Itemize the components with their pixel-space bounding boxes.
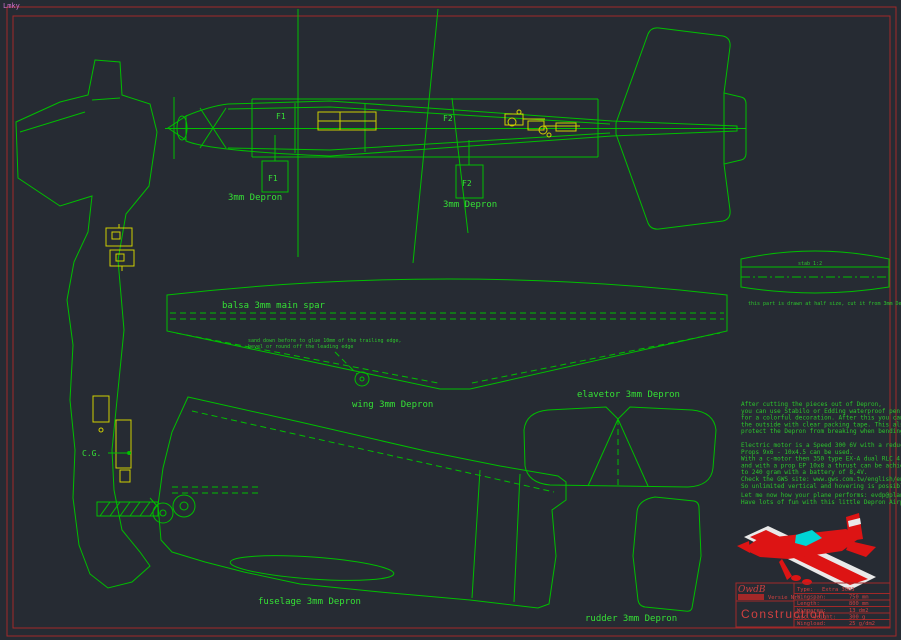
notes-p2-l7: So unlimited vertical and hovering is po… bbox=[741, 483, 901, 490]
sheet-frame bbox=[6, 6, 897, 637]
spec-weight-label: Acc. weight: bbox=[797, 614, 836, 620]
plane-fin bbox=[846, 513, 863, 541]
f2-material-label: 3mm Depron bbox=[443, 200, 497, 210]
construction-notes: After cutting the pieces out of Depron, … bbox=[741, 401, 901, 506]
fuselage-label: fuselage 3mm Depron bbox=[258, 597, 361, 607]
designer-signature: OwdB bbox=[738, 585, 766, 595]
servos-side bbox=[105, 224, 135, 271]
type-value: Extra 300S bbox=[822, 587, 854, 593]
title-block: OwdB Versie Nr. Type: Extra 300S Wingspa… bbox=[735, 582, 891, 628]
spec-wingload-value: 25 g/dm2 bbox=[849, 621, 875, 627]
notes-p2-l4: and with a prop EP 10x8 a thrust can be … bbox=[741, 462, 901, 469]
stab-plan bbox=[615, 27, 747, 230]
plane-canopy bbox=[795, 530, 822, 546]
cg-label: C.G. bbox=[82, 449, 101, 458]
spec-wingarea-value: 13 dm2 bbox=[849, 608, 868, 614]
designer-logo bbox=[738, 594, 764, 600]
notes-p1-l4: the outside with clear packing tape. Thi… bbox=[741, 421, 901, 428]
notes-p1-l5: protect the Depron from breaking when be… bbox=[741, 428, 901, 435]
plane-tailplane bbox=[846, 541, 876, 557]
wing-label: wing 3mm Depron bbox=[352, 400, 433, 410]
plane-wheel-left bbox=[791, 575, 801, 581]
notes-p1-l2: you can use Stabilo or Edding waterproof… bbox=[741, 408, 900, 415]
spec-wingarea-label: Wingarea: bbox=[797, 608, 826, 614]
rudder-template: rudder 3mm Depron bbox=[585, 496, 702, 624]
wing-note-line1: sand down before to glue 10mm of the tra… bbox=[248, 338, 402, 344]
spec-weight-value: 300 g bbox=[849, 614, 865, 620]
f1-box-label: F1 bbox=[268, 174, 278, 183]
wing-joiner-detail bbox=[354, 371, 370, 387]
plane-fin-stripe bbox=[848, 518, 861, 527]
top-view: F1 F2 bbox=[167, 27, 747, 230]
former-f2-template: F2 3mm Depron bbox=[443, 140, 497, 210]
f2-box-label: F2 bbox=[462, 179, 472, 188]
spec-length-label: Length: bbox=[797, 601, 820, 607]
former-f1-marker: F1 bbox=[276, 112, 286, 121]
stab-scale-label: stab 1:2 bbox=[798, 261, 822, 267]
elevator-label: elavetor 3mm Depron bbox=[577, 390, 680, 400]
notes-p2-l5: to 240 gram with a battery of 8,4V. bbox=[741, 469, 867, 476]
sheet-title: Construction bbox=[741, 607, 826, 621]
battery-plan bbox=[317, 111, 377, 131]
canopy-outline bbox=[229, 555, 395, 581]
plane-wheel-right bbox=[802, 579, 812, 585]
notes-p2-l6: Check the GWS site: www.gws.com.tw/engli… bbox=[741, 476, 901, 483]
wing-template: balsa 3mm main spar sand down before to … bbox=[166, 278, 728, 410]
fuselage-side-view: C.G. bbox=[15, 59, 258, 589]
wheel-detail bbox=[149, 494, 196, 524]
stab-note: this part is drawn at half size, cut it … bbox=[748, 301, 901, 307]
notes-p2-l1: Electric motor is a Speed 300 6V with a … bbox=[741, 442, 901, 449]
main-spar-label: balsa 3mm main spar bbox=[222, 301, 326, 311]
hatched-doubler bbox=[96, 501, 159, 517]
battery-side bbox=[92, 395, 132, 483]
corner-label: Lmky bbox=[3, 2, 20, 10]
spec-wingspan-value: 750 mm bbox=[849, 595, 868, 601]
notes-p1-l1: After cutting the pieces out of Depron, bbox=[741, 401, 882, 408]
rudder-label: rudder 3mm Depron bbox=[585, 614, 677, 624]
elevator-template: elavetor 3mm Depron bbox=[523, 390, 717, 488]
spec-length-value: 800 mm bbox=[849, 601, 868, 607]
notes-p2-l2: Props 9x6 - 10x4.5 can be used. bbox=[741, 449, 853, 456]
notes-p2-l3: With a c-motor then 350 type EX-A dual R… bbox=[741, 456, 901, 463]
former-f1-template: F1 3mm Depron bbox=[228, 135, 289, 203]
type-label: Type: bbox=[797, 587, 813, 593]
notes-p3-l2: Have lots of fun with this little Depron… bbox=[741, 499, 901, 506]
wing-note-line2: bevel or round off the leading edge bbox=[248, 344, 353, 350]
plane-spinner bbox=[737, 541, 750, 553]
plane-render bbox=[737, 513, 876, 590]
f1-material-label: 3mm Depron bbox=[228, 193, 282, 203]
spec-wingspan-label: Wingspan: bbox=[797, 595, 826, 601]
plane-gear bbox=[779, 559, 792, 580]
tail-servos-plan bbox=[504, 109, 580, 138]
notes-p1-l3: for a colorful decoration. After this yo… bbox=[741, 415, 901, 422]
version-label: Versie Nr. bbox=[768, 595, 800, 601]
fuselage-template: fuselage 3mm Depron bbox=[157, 396, 567, 609]
former-f2-marker: F2 bbox=[443, 114, 453, 123]
stab-half-scale-template: stab 1:2 this part is drawn at half size… bbox=[740, 250, 901, 307]
spec-wingload-label: Wingload: bbox=[797, 621, 826, 627]
notes-p3-l1: Let me now how your plane performs: evdp… bbox=[741, 492, 901, 499]
